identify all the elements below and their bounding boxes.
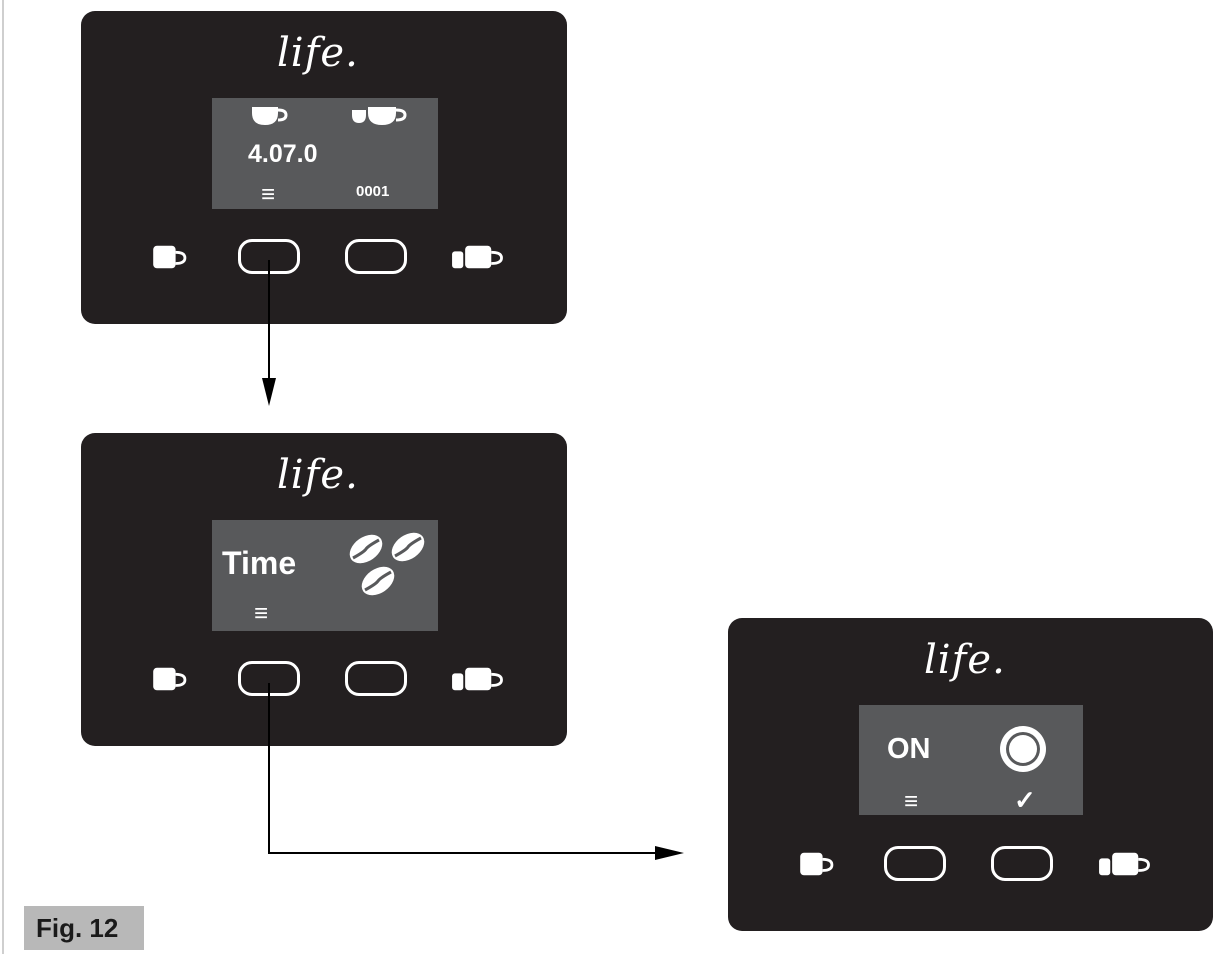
display-screen: ON ≡ ✓ — [859, 705, 1083, 815]
arrow-right-shaft — [268, 683, 662, 854]
version-text: 4.07.0 — [248, 140, 318, 168]
time-text: Time — [222, 545, 297, 581]
menu-icon: ≡ — [904, 788, 919, 815]
arrow-down-head — [262, 378, 276, 406]
right-button[interactable] — [991, 846, 1053, 881]
life-logo: life. — [277, 452, 359, 498]
menu-icon: ≡ — [261, 181, 276, 208]
on-text: ON — [887, 733, 931, 765]
right-button[interactable] — [345, 239, 407, 274]
left-margin-rule — [2, 0, 4, 954]
control-panel-time-menu: life. Time ≡ — [81, 433, 567, 746]
control-panel-on-setting: life. ON ≡ ✓ — [728, 618, 1213, 931]
figure-label: Fig. 12 — [24, 906, 144, 950]
check-icon: ✓ — [1014, 785, 1036, 815]
right-button[interactable] — [345, 661, 407, 696]
display-screen: 4.07.0 ≡ 0001 — [212, 98, 438, 209]
arrow-right-head — [655, 846, 684, 860]
life-logo: life. — [924, 637, 1006, 683]
life-logo: life. — [277, 30, 359, 76]
display-screen: Time ≡ — [212, 520, 438, 631]
ring-icon — [999, 725, 1047, 773]
counter-text: 0001 — [356, 183, 390, 200]
left-button[interactable] — [884, 846, 946, 881]
menu-icon: ≡ — [254, 600, 269, 627]
control-panel-main-screen: life. 4.07.0 ≡ 0001 — [81, 11, 567, 324]
